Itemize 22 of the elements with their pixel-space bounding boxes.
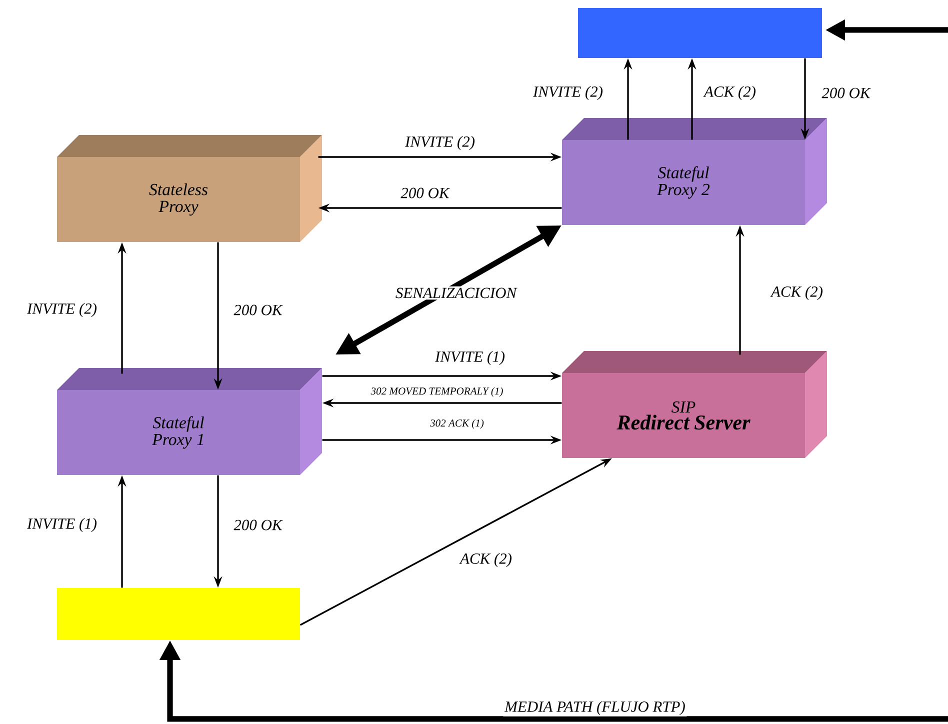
server-box: SIP Redirect Server <box>562 351 827 458</box>
edge-label: 302 ACK (1) <box>428 418 486 430</box>
endpoint-box <box>578 8 822 58</box>
proxy-box: Stateless Proxy <box>57 135 322 242</box>
edge-label: MEDIA PATH (FLUJO RTP) <box>503 700 687 716</box>
edge-label: 200 OK <box>820 86 872 100</box>
edge-label: 302 MOVED TEMPORALY (1) <box>369 386 505 398</box>
edge-label: 200 OK <box>232 303 284 317</box>
proxy-box: Stateful Proxy 1 <box>57 368 322 475</box>
edge-label: INVITE (1) <box>434 350 506 366</box>
edge-label: INVITE (2) <box>404 134 476 152</box>
edge-label: INVITE (1) <box>26 516 98 534</box>
edge-label: ACK (2) <box>458 552 514 568</box>
edge-label: INVITE (2) <box>532 84 604 102</box>
edge-label: 200 OK <box>399 186 451 200</box>
edge-label: 200 OK <box>232 518 284 532</box>
edge-label: ACK (2) <box>702 84 758 102</box>
proxy-box: Stateful Proxy 2 <box>562 118 827 225</box>
endpoint-box <box>57 588 300 640</box>
edge-label: ACK (2) <box>770 284 824 302</box>
edge-label: INVITE (2) <box>26 302 98 318</box>
edge-label: SENALIZACICION <box>394 286 518 300</box>
